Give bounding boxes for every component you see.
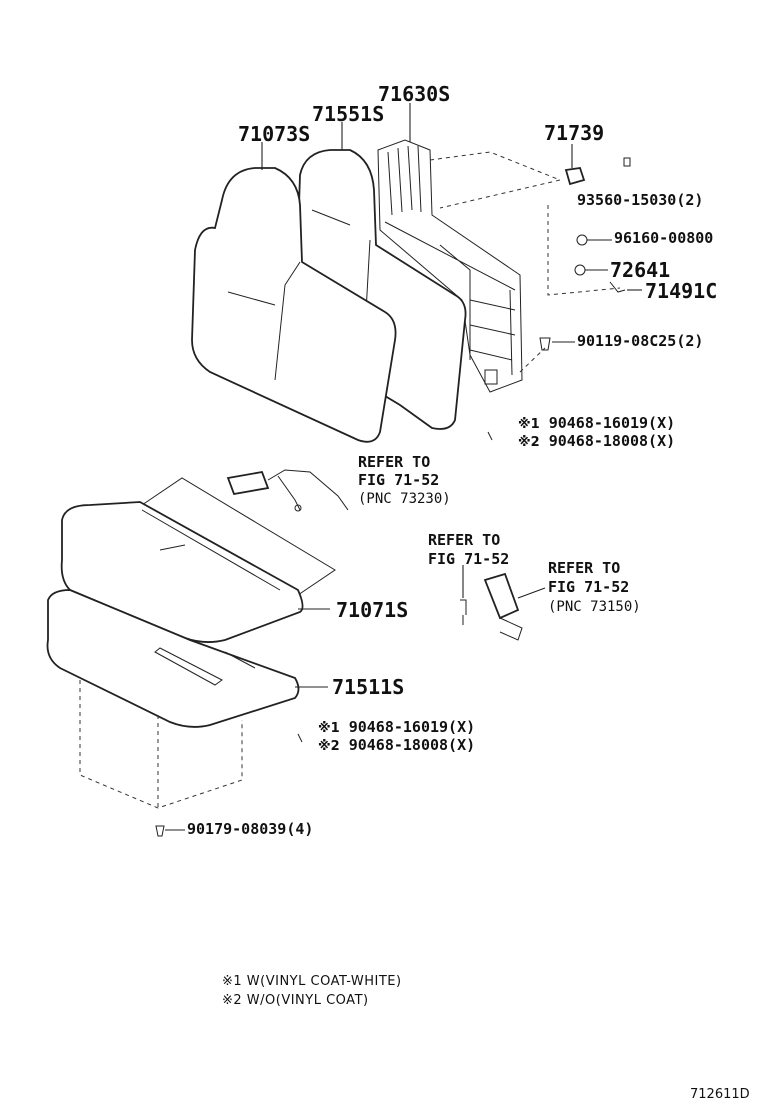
part-label-71073s: 71073S xyxy=(238,122,311,146)
refer-2-line2: FIG 71-52 xyxy=(428,550,510,568)
refer-3-line2: FIG 71-52 xyxy=(548,578,630,596)
refer-1-line2: FIG 71-52 xyxy=(358,471,440,489)
assembly-guides xyxy=(429,151,621,373)
part-label-93560: 93560-15030(2) xyxy=(577,191,704,209)
footnote-2: ※2 W/O(VINYL COAT) xyxy=(222,993,369,1008)
variant-lower-1-code: 90468-16019(X) xyxy=(348,718,476,736)
part-label-90119: 90119-08C25(2) xyxy=(577,332,704,350)
variant-upper-2-code: 90468-18008(X) xyxy=(548,432,676,450)
seatback-cover xyxy=(191,167,397,443)
hardware-nut xyxy=(574,264,586,276)
refer-2-line1: REFER TO xyxy=(428,531,501,549)
refer-3-line3: (PNC 73150) xyxy=(548,599,641,615)
footnote-1: ※1 W(VINYL COAT-WHITE) xyxy=(222,974,402,989)
part-label-90179: 90179-08039(4) xyxy=(187,820,314,838)
seat-belt-upper xyxy=(226,469,349,512)
hardware-clip-71739 xyxy=(564,157,631,186)
variant-lower-2: ※2 90468-18008(X) xyxy=(318,736,476,754)
variant-upper-2: ※2 90468-18008(X) xyxy=(518,432,676,450)
part-label-71739: 71739 xyxy=(544,121,605,145)
seatback-frame xyxy=(377,139,523,393)
part-label-71491c: 71491C xyxy=(645,279,718,303)
seat-cushion-pad xyxy=(46,589,300,728)
hardware-screw xyxy=(155,825,165,837)
refer-1-line1: REFER TO xyxy=(358,453,431,471)
variant-lower-2-code: 90468-18008(X) xyxy=(348,736,476,754)
part-label-71630s: 71630S xyxy=(378,82,451,106)
seat-belt-lower xyxy=(460,572,523,641)
variant-upper-1: ※1 90468-16019(X) xyxy=(518,414,676,432)
part-label-71551s: 71551S xyxy=(312,102,385,126)
diagram-code: 712611D xyxy=(690,1087,750,1102)
variant-lower-2-mark: ※2 xyxy=(318,739,340,754)
seat-cushion-cover xyxy=(60,477,336,643)
hardware-clip-upper xyxy=(487,431,493,441)
part-label-72641: 72641 xyxy=(610,258,671,282)
part-label-71071s: 71071S xyxy=(336,598,409,622)
refer-3-line1: REFER TO xyxy=(548,559,621,577)
seat-frame-dashed xyxy=(79,680,243,809)
variant-upper-2-mark: ※2 xyxy=(518,435,540,450)
hardware-bracket xyxy=(609,281,626,293)
hardware-bolt xyxy=(539,337,551,351)
variant-upper-1-code: 90468-16019(X) xyxy=(548,414,676,432)
variant-lower-1-mark: ※1 xyxy=(318,721,340,736)
variant-lower-1: ※1 90468-16019(X) xyxy=(318,718,476,736)
part-label-96160: 96160-00800 xyxy=(614,229,714,247)
leader-lines xyxy=(165,103,642,831)
hardware-ring xyxy=(576,234,588,246)
variant-upper-1-mark: ※1 xyxy=(518,417,540,432)
hardware-clip-lower xyxy=(297,733,303,743)
refer-1-line3: (PNC 73230) xyxy=(358,491,451,507)
part-label-71511s: 71511S xyxy=(332,675,405,699)
